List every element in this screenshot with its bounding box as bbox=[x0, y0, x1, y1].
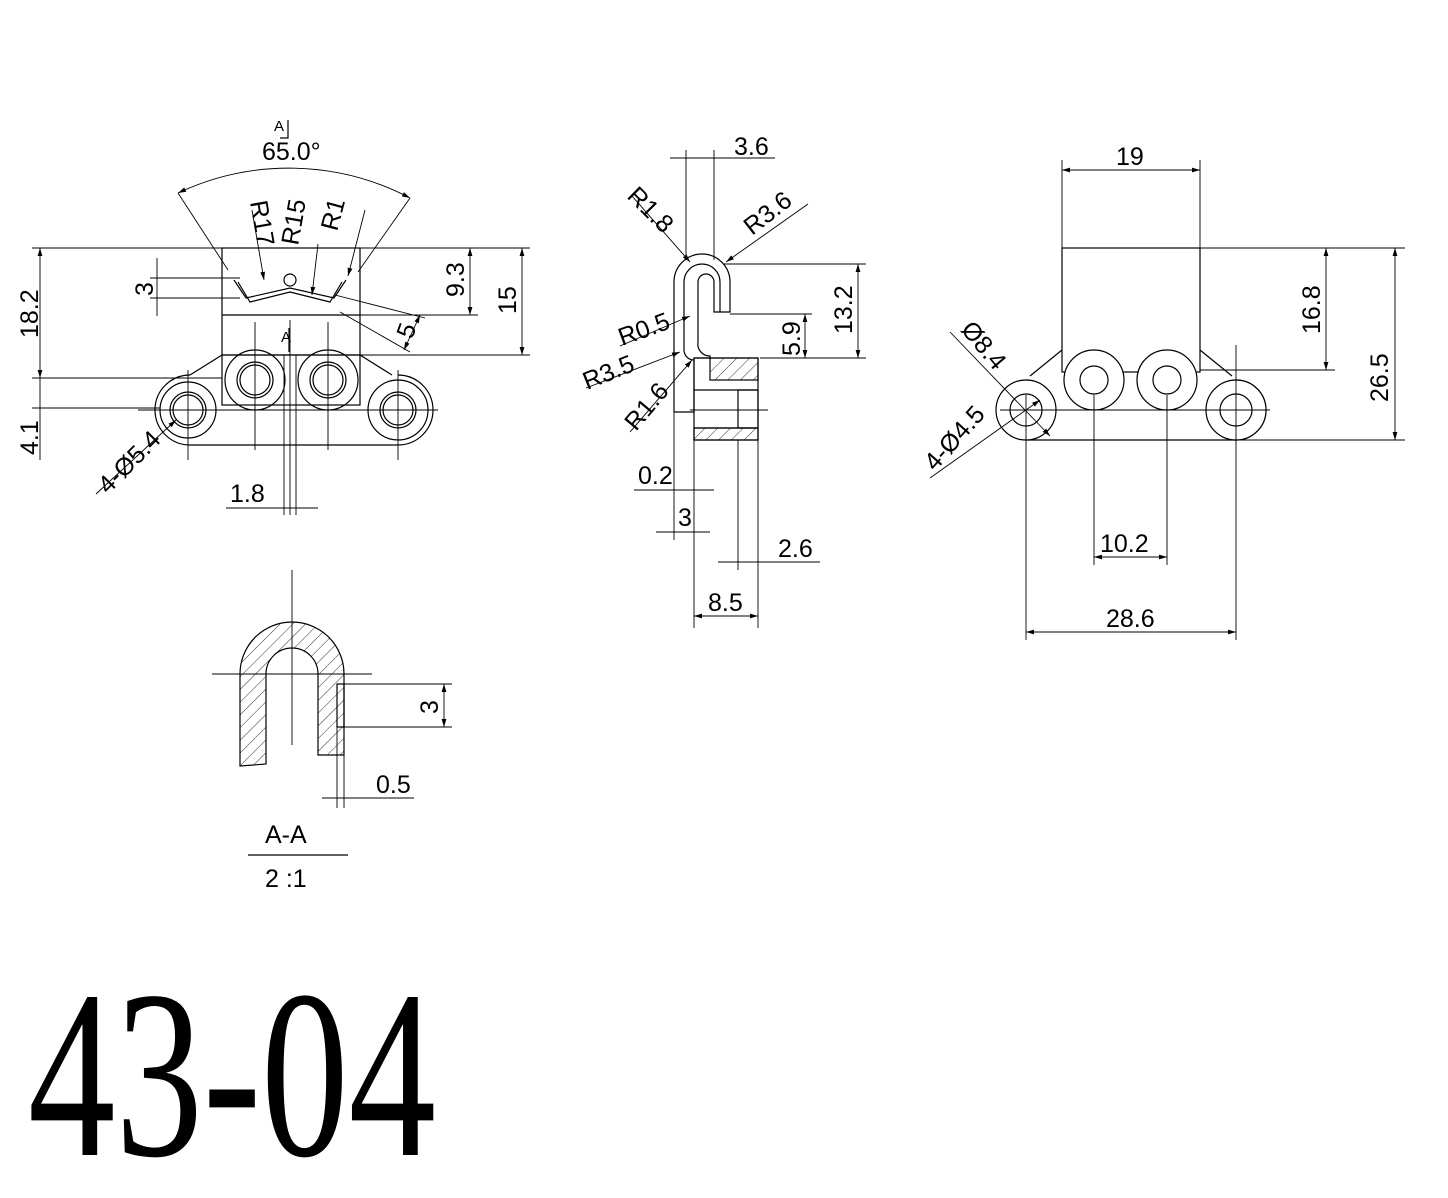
dia-8-4: Ø8.4 bbox=[955, 316, 1011, 376]
radius-r17: R17 bbox=[244, 198, 280, 248]
radius-r0-5: R0.5 bbox=[614, 307, 673, 351]
front-holes-label: 4-Ø5.4 bbox=[92, 425, 166, 499]
radius-r1-8: R1.8 bbox=[622, 181, 679, 238]
dim-16-8: 16.8 bbox=[1298, 285, 1326, 334]
dim-3-front: 3 bbox=[131, 282, 159, 296]
dim-4-1: 4.1 bbox=[16, 420, 44, 455]
radius-r1: R1 bbox=[316, 195, 351, 233]
section-scale: 2 :1 bbox=[265, 865, 307, 893]
front-view: 65.0° A R17 R15 R1 bbox=[16, 118, 530, 515]
section-dim-3: 3 bbox=[416, 700, 444, 714]
angle-label: 65.0° bbox=[262, 138, 321, 166]
dim-19: 19 bbox=[1116, 143, 1144, 171]
dim-8-5: 8.5 bbox=[708, 589, 743, 617]
dim-3-6: 3.6 bbox=[734, 133, 769, 161]
dim-3-side: 3 bbox=[678, 504, 692, 532]
dim-18-2: 18.2 bbox=[16, 289, 44, 338]
radius-r1-6: R1.6 bbox=[619, 377, 674, 435]
part-number: 43-04 bbox=[28, 941, 436, 1198]
dim-13-2: 13.2 bbox=[830, 285, 858, 334]
section-a-a: 3 0.5 A-A 2 :1 bbox=[212, 570, 452, 893]
section-title: A-A bbox=[265, 821, 307, 849]
section-marker-mid: A bbox=[281, 329, 291, 346]
dim-26-5: 26.5 bbox=[1366, 353, 1394, 402]
dim-1-8: 1.8 bbox=[230, 480, 265, 508]
top-holes-label: 4-Ø4.5 bbox=[919, 400, 991, 476]
top-view: 19 16.8 26.5 Ø8.4 4-Ø4.5 10.2 28.6 bbox=[919, 143, 1405, 640]
dim-5: 5 bbox=[391, 319, 422, 342]
dim-2-6: 2.6 bbox=[778, 535, 813, 563]
dim-28-6: 28.6 bbox=[1106, 605, 1155, 633]
section-marker-top: A bbox=[274, 118, 284, 135]
dim-5-9: 5.9 bbox=[778, 321, 806, 356]
dim-9-3: 9.3 bbox=[442, 262, 470, 297]
side-view: 3.6 R1.8 R3.6 13.2 5.9 R0.5 R3.5 R1.6 0.… bbox=[579, 133, 866, 628]
dim-0-2: 0.2 bbox=[638, 462, 673, 490]
section-dim-0-5: 0.5 bbox=[376, 771, 411, 799]
radius-r3-5: R3.5 bbox=[579, 350, 638, 396]
radius-r15: R15 bbox=[276, 197, 312, 247]
dim-15: 15 bbox=[494, 286, 522, 314]
dim-10-2: 10.2 bbox=[1100, 530, 1149, 558]
